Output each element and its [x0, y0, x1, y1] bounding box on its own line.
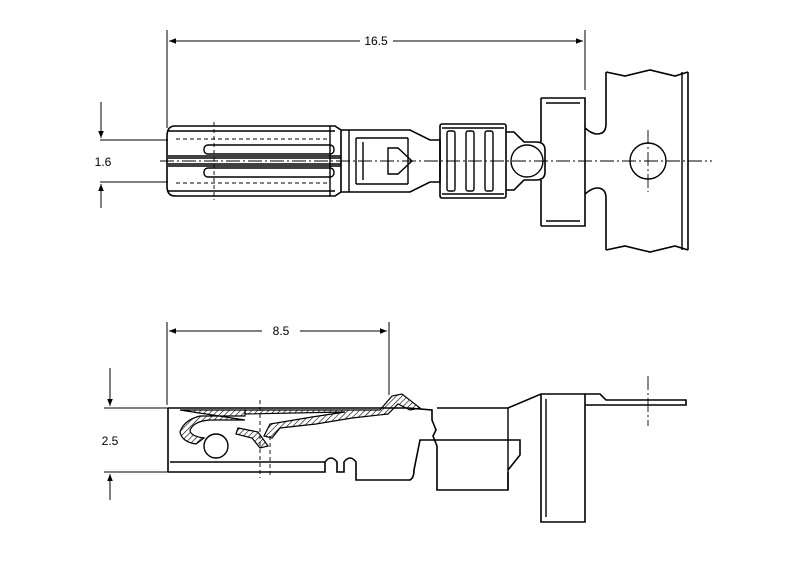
top-view: 16.5 1.6: [95, 30, 712, 253]
insulation-crimp: [506, 97, 607, 227]
dimension-contact-label: 8.5: [273, 324, 290, 338]
dimension-width: 1.6: [95, 102, 168, 208]
dimension-contact: 8.5: [166, 322, 390, 405]
dimension-length-label: 16.5: [364, 34, 388, 48]
carrier-strip: [605, 69, 689, 253]
carrier-tab-side: [585, 376, 687, 426]
side-view: 8.5 2.5: [102, 322, 687, 523]
spring-contact: [179, 393, 422, 449]
wire-crimp: [439, 123, 507, 199]
dimension-height-label: 2.5: [102, 434, 119, 448]
dimension-width-label: 1.6: [95, 155, 112, 169]
crimp-section-side: [436, 393, 586, 523]
dimension-length: 16.5: [166, 30, 586, 128]
contact-barrel: [166, 122, 342, 200]
